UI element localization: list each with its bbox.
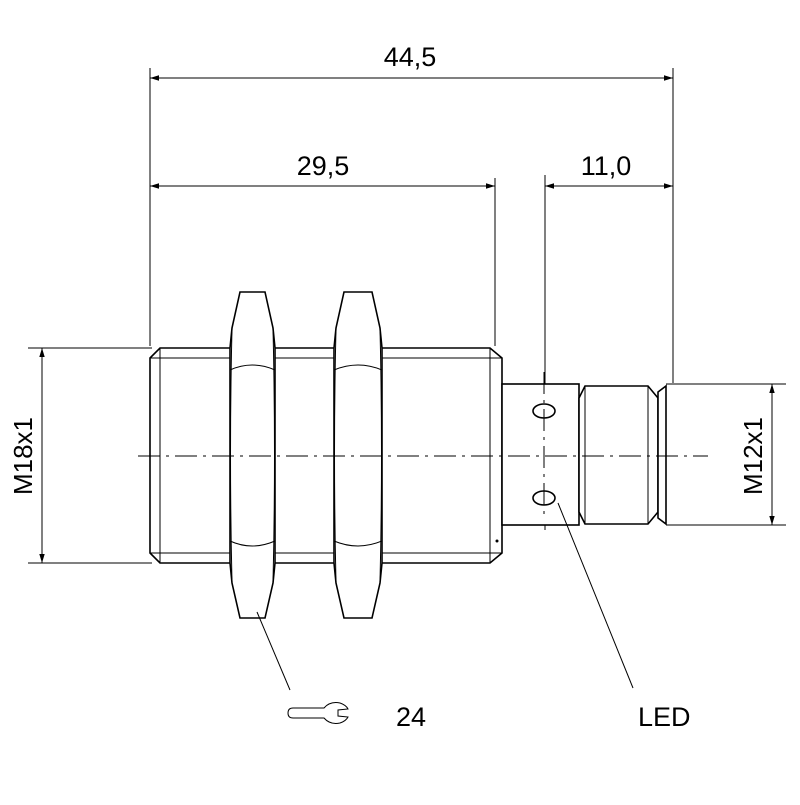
led-leader-line <box>557 502 634 689</box>
leader-lines <box>256 502 634 691</box>
wrench-size-label: 24 <box>396 702 426 732</box>
led-label: LED <box>638 702 691 732</box>
overall-length-label: 44,5 <box>384 42 437 72</box>
connector-length-label: 11,0 <box>581 151 632 181</box>
thread-length-label: 29,5 <box>297 151 350 181</box>
wrench-icon <box>287 702 349 724</box>
center-lines <box>138 372 708 520</box>
hex-nut-left <box>229 291 276 619</box>
extension-lines <box>28 68 786 564</box>
connector-thread-label: M12x1 <box>738 417 768 495</box>
main-thread-label: M18x1 <box>8 417 38 495</box>
connector-body <box>501 383 667 526</box>
wrench-leader-line <box>256 611 291 691</box>
hex-nut-right <box>333 291 383 619</box>
dimension-lines <box>39 75 775 563</box>
